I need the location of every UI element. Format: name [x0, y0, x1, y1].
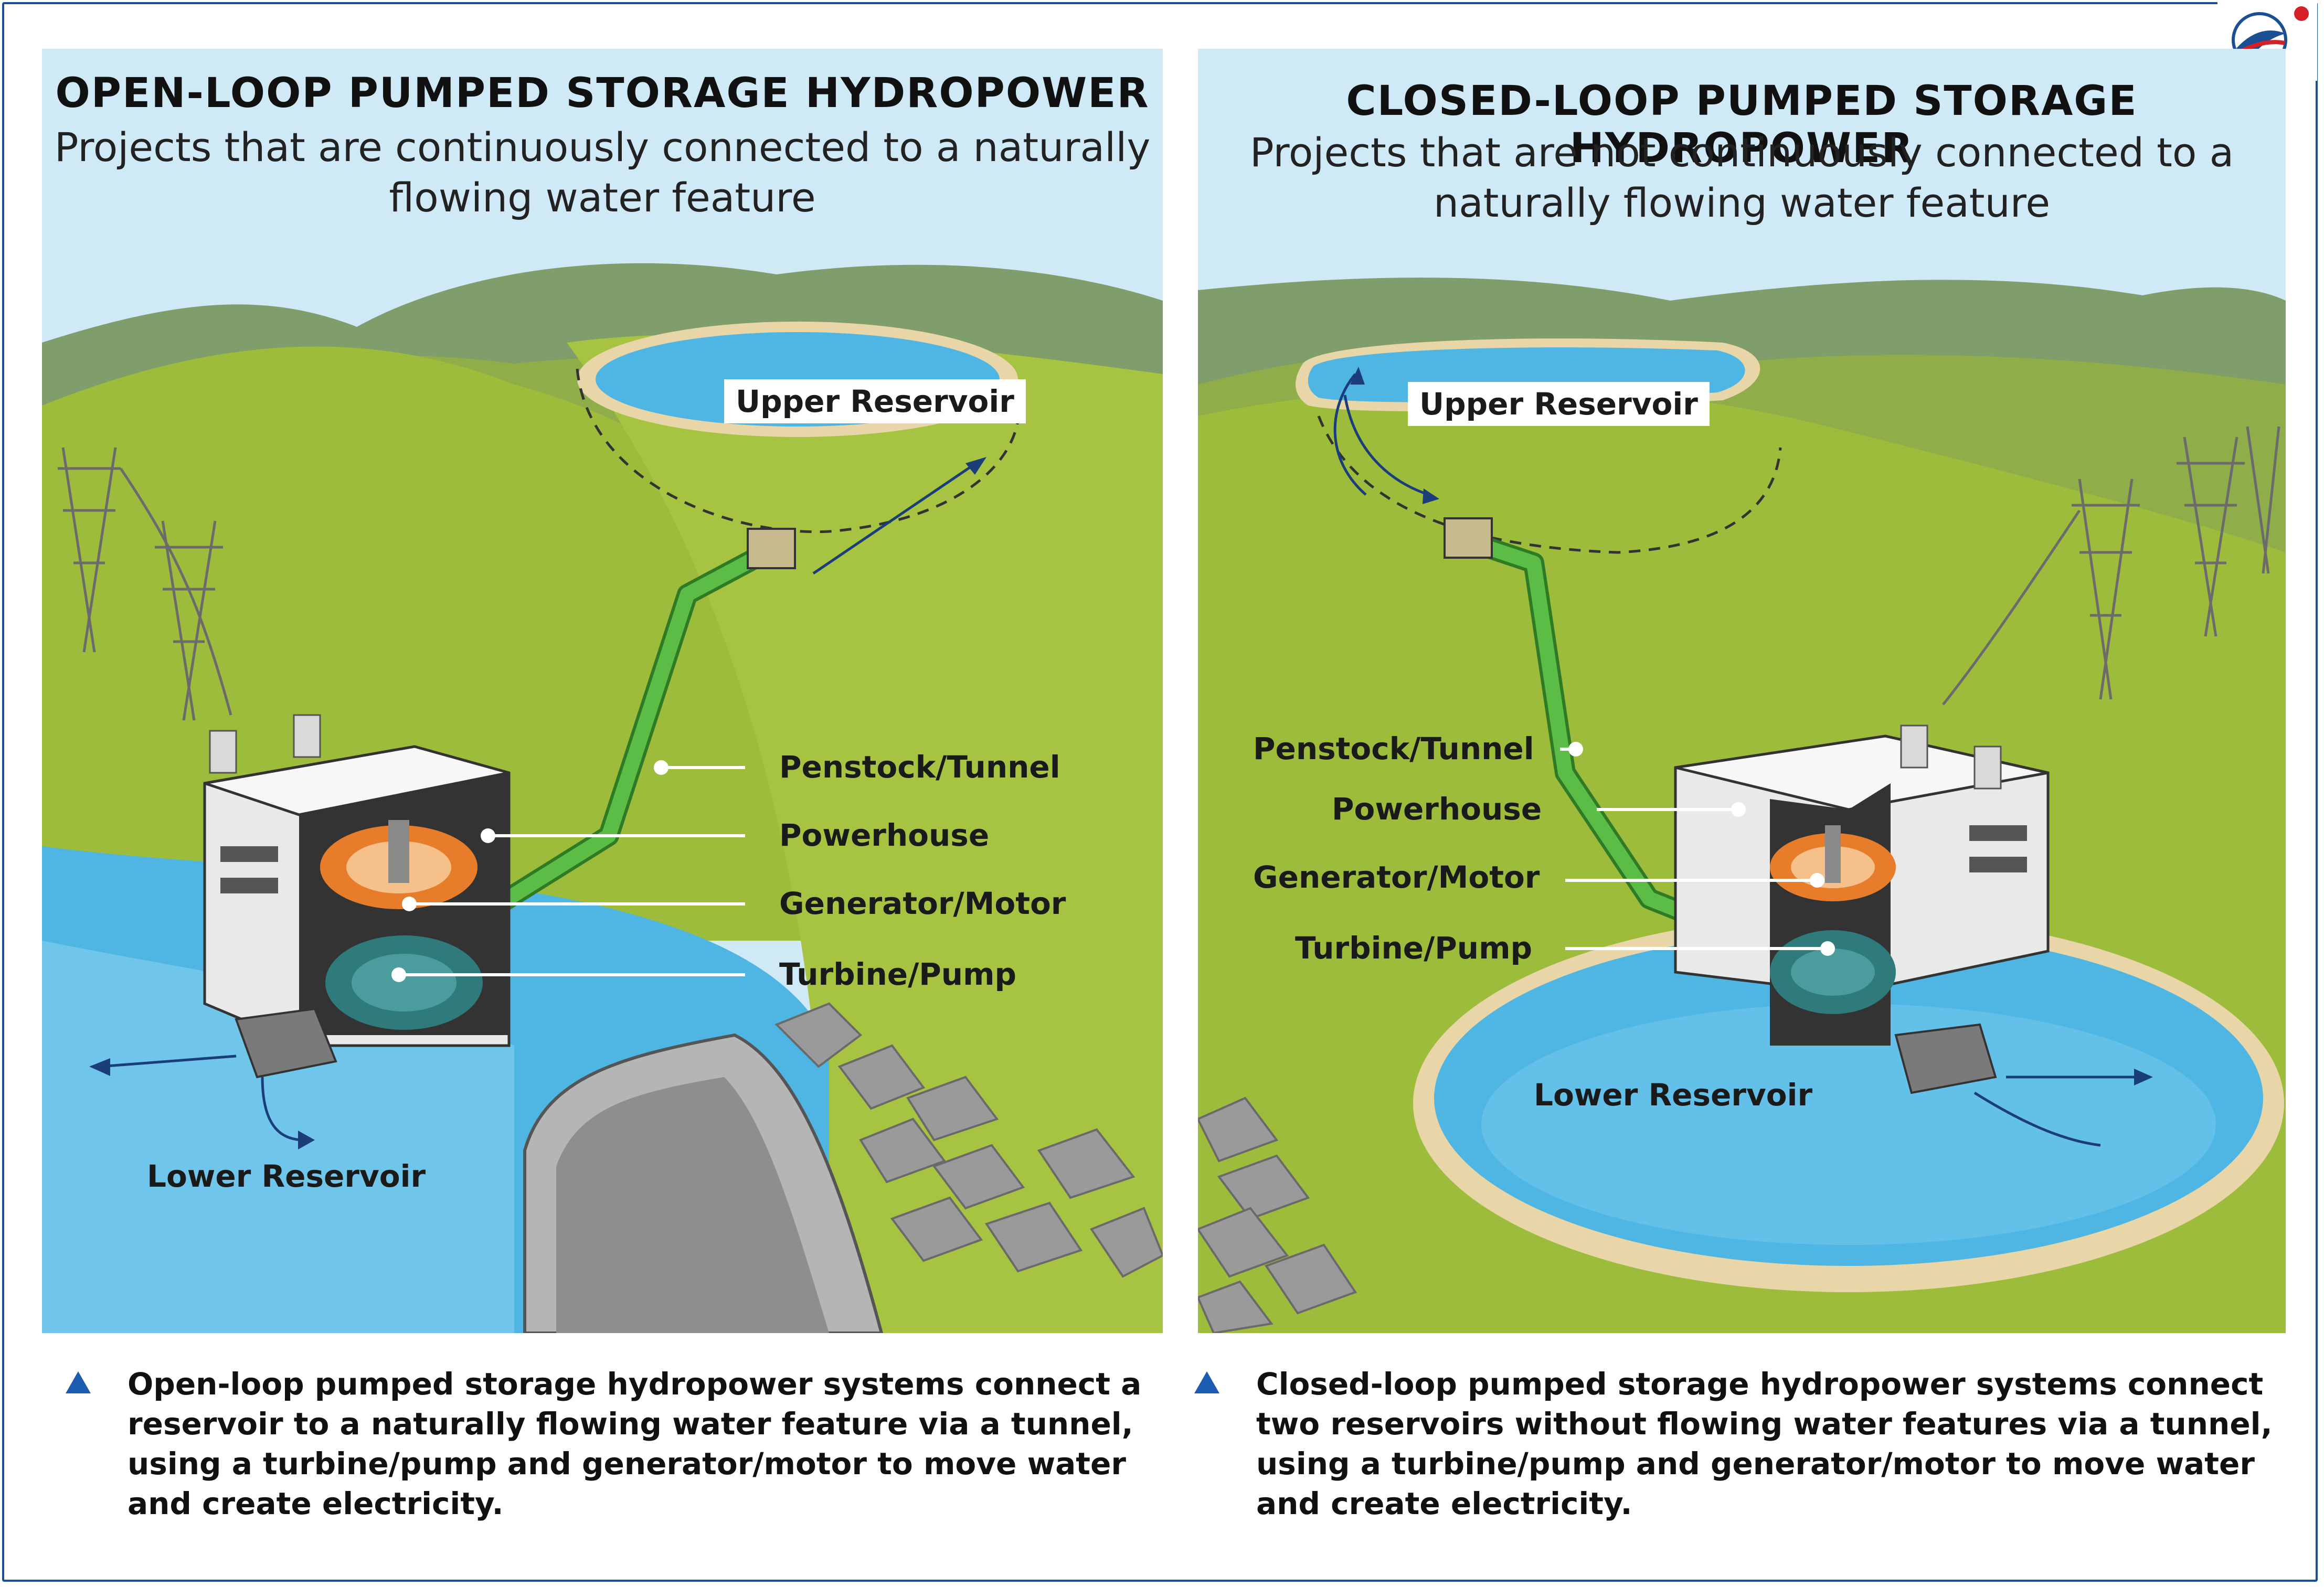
- closed-penstock-label: Penstock/Tunnel: [1253, 731, 1534, 766]
- closed-loop-panel: CLOSED-LOOP PUMPED STORAGE HYDROPOWER Pr…: [1198, 49, 2286, 1333]
- triangle-bullet-icon: [1194, 1371, 1219, 1393]
- open-turbine-label: Turbine/Pump: [779, 956, 1017, 992]
- open-upper-reservoir-label: Upper Reservoir: [724, 379, 1026, 423]
- open-powerhouse-label: Powerhouse: [779, 817, 990, 853]
- closed-upper-reservoir-label: Upper Reservoir: [1408, 382, 1710, 426]
- open-loop-subtitle: Projects that are continuously connected…: [54, 124, 1151, 221]
- closed-lower-reservoir-label: Lower Reservoir: [1534, 1077, 1813, 1113]
- closed-loop-caption: Closed-loop pumped storage hydropower sy…: [1194, 1364, 2285, 1524]
- open-loop-illustration: [42, 49, 1163, 1333]
- closed-turbine-label: Turbine/Pump: [1295, 930, 1533, 966]
- closed-generator-label: Generator/Motor: [1253, 859, 1540, 895]
- open-penstock-label: Penstock/Tunnel: [779, 749, 1060, 785]
- triangle-bullet-icon: [66, 1371, 91, 1393]
- closed-loop-illustration: [1198, 49, 2286, 1333]
- closed-loop-title: CLOSED-LOOP PUMPED STORAGE HYDROPOWER: [1346, 78, 2138, 172]
- open-loop-caption: Open-loop pumped storage hydropower syst…: [66, 1364, 1156, 1524]
- open-loop-title: OPEN-LOOP PUMPED STORAGE HYDROPOWER: [55, 70, 1150, 117]
- open-loop-caption-text: Open-loop pumped storage hydropower syst…: [128, 1366, 1142, 1521]
- closed-loop-caption-text: Closed-loop pumped storage hydropower sy…: [1256, 1366, 2273, 1521]
- open-lower-reservoir-label: Lower Reservoir: [147, 1158, 426, 1194]
- open-generator-label: Generator/Motor: [779, 886, 1066, 921]
- open-loop-panel: OPEN-LOOP PUMPED STORAGE HYDROPOWER Proj…: [42, 49, 1163, 1333]
- closed-loop-subtitle: Projects that are not continuously conne…: [1249, 129, 2234, 226]
- closed-powerhouse-label: Powerhouse: [1332, 791, 1542, 827]
